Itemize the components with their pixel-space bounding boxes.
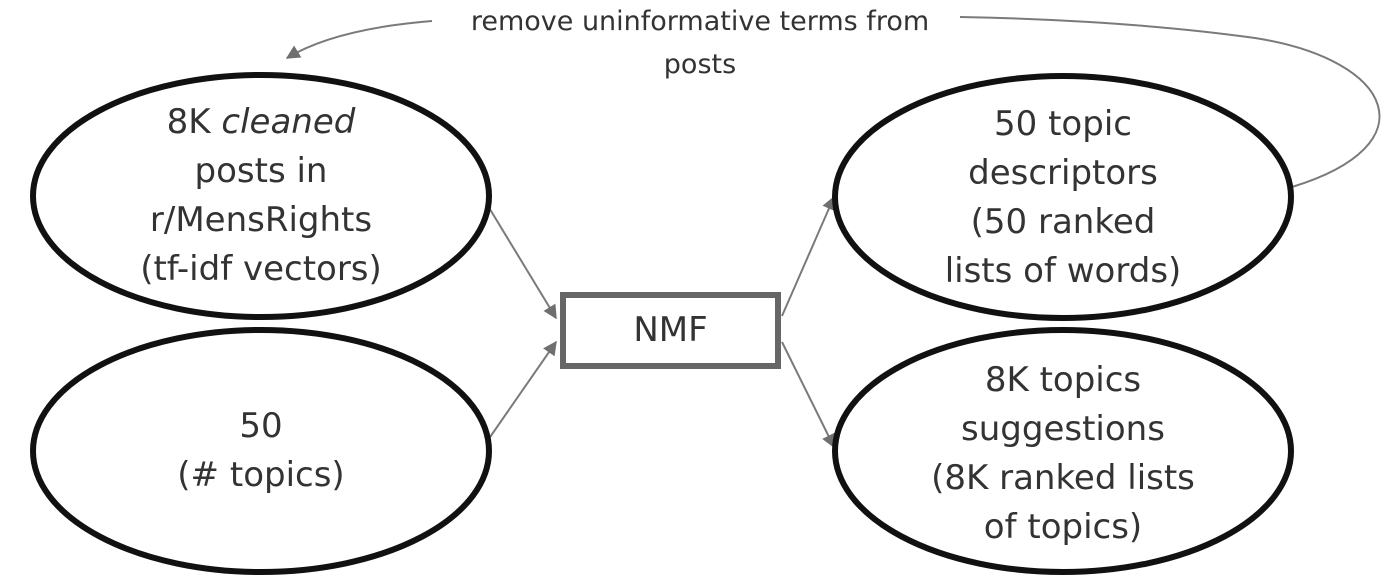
node-descriptors-line-4: lists of words) <box>944 251 1182 291</box>
feedback-loop-label: remove uninformative terms from posts <box>400 0 1000 86</box>
node-posts-line-4: (tf-idf vectors) <box>140 249 382 289</box>
node-suggestions-line-4: of topics) <box>983 507 1143 547</box>
node-suggestions-line-2: suggestions <box>961 409 1165 449</box>
node-suggestions-ellipse <box>832 327 1294 575</box>
node-suggestions-line-3: (8K ranked lists <box>931 458 1195 498</box>
feedback-label-line-2: posts <box>663 49 737 80</box>
node-descriptors-line-3: (50 ranked <box>970 202 1156 242</box>
node-descriptors-line-2: descriptors <box>968 153 1158 193</box>
node-topics-count-line-1: 50 <box>239 406 283 446</box>
node-descriptors-line-1: 50 topic <box>994 104 1132 144</box>
node-suggestions: 8K topics suggestions (8K ranked lists o… <box>840 348 1286 560</box>
feedback-label-line-1: remove uninformative terms from <box>470 6 930 37</box>
edge-nmf-to-descriptors <box>781 195 836 317</box>
node-descriptors-ellipse <box>832 73 1294 321</box>
node-suggestions-line-1: 8K topics <box>984 360 1142 400</box>
node-nmf-label: NMF <box>633 310 708 350</box>
edge-feedback-loop-tail <box>285 20 433 59</box>
edge-topics-to-nmf <box>487 340 557 441</box>
node-descriptors: 50 topic descriptors (50 ranked lists of… <box>840 92 1286 304</box>
node-posts-line-2: posts in <box>194 151 328 191</box>
node-posts-line-3: r/MensRights <box>149 200 373 240</box>
node-posts-ellipse <box>30 72 492 320</box>
node-posts-line-1: 8K cleaned <box>166 102 356 142</box>
node-posts: 8K cleaned posts in r/MensRights (tf-idf… <box>40 90 482 302</box>
node-nmf: NMF <box>566 298 775 363</box>
node-topics-count-line-2: (# topics) <box>177 455 345 495</box>
node-nmf-box <box>560 292 781 369</box>
node-topics-count: 50 (# topics) <box>40 354 482 548</box>
edge-posts-to-nmf <box>487 205 557 320</box>
edge-feedback-loop <box>959 16 1381 188</box>
edge-nmf-to-suggestions <box>781 341 835 449</box>
node-topics-count-ellipse <box>30 327 492 575</box>
